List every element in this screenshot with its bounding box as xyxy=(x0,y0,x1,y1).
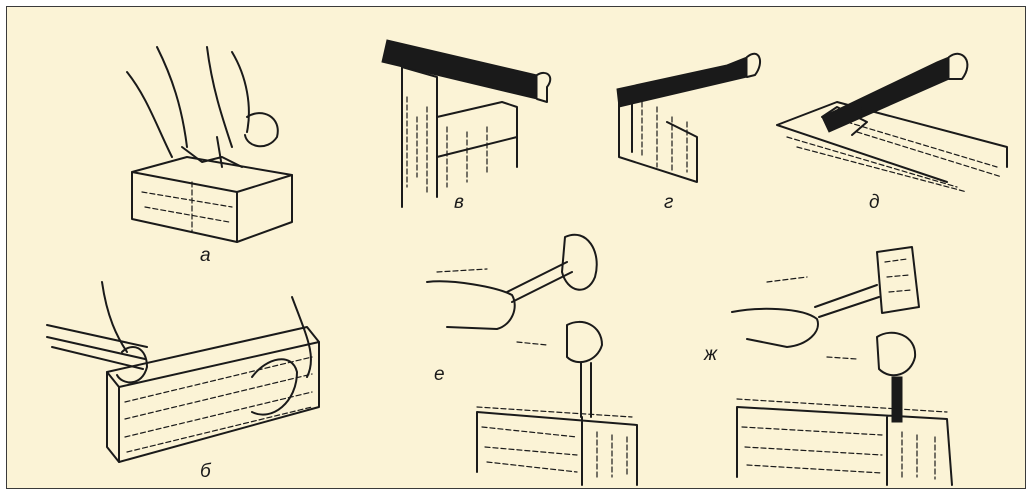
illustration-v-chisel xyxy=(382,40,550,207)
label-e: е xyxy=(434,365,445,384)
illustration-a-marking xyxy=(127,47,292,242)
label-zh: ж xyxy=(704,345,717,364)
illustration-zh-mallet xyxy=(732,247,952,485)
illustration-e-mallet xyxy=(427,235,637,485)
label-g: г xyxy=(664,193,673,212)
label-a: а xyxy=(200,246,211,265)
label-v: в xyxy=(454,193,464,212)
figure-panel: а б в г д е ж xyxy=(6,6,1026,489)
illustration-d-chisel xyxy=(777,54,1007,192)
label-d: д xyxy=(869,193,880,212)
label-b: б xyxy=(200,462,211,481)
illustration-g-chisel xyxy=(617,54,760,182)
illustration-canvas xyxy=(7,7,1025,488)
illustration-b-sawing xyxy=(47,282,319,462)
